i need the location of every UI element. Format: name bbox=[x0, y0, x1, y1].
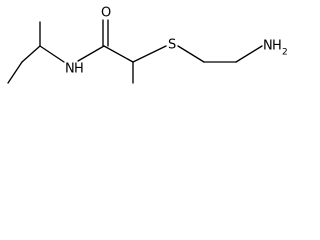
chemical-structure-diagram: O N H S N H 2 bbox=[0, 0, 304, 111]
amide-hydrogen-label: H bbox=[74, 62, 84, 77]
bond-to-nitrogen bbox=[39, 45, 65, 63]
bond-alpha-sulfur bbox=[132, 45, 167, 63]
bond-methylene-amine bbox=[235, 45, 263, 63]
bond-ethyl-terminal bbox=[7, 61, 23, 84]
amine-nitrogen-label: N bbox=[263, 39, 273, 54]
bond-sulfur-methylene bbox=[177, 45, 205, 63]
bond-carbonyl-alpha bbox=[103, 45, 134, 63]
amine-hydrogen-label: H bbox=[272, 39, 282, 54]
skeletal-formula: O N H S N H 2 bbox=[7, 6, 288, 84]
amine-subscript-label: 2 bbox=[282, 48, 288, 58]
oxygen-atom-label: O bbox=[101, 6, 111, 21]
bond-nitrogen-carbonyl bbox=[77, 45, 105, 62]
bond-ethyl-chain bbox=[21, 45, 41, 63]
sulfur-atom-label: S bbox=[168, 38, 176, 53]
amide-nitrogen-label: N bbox=[65, 62, 75, 77]
